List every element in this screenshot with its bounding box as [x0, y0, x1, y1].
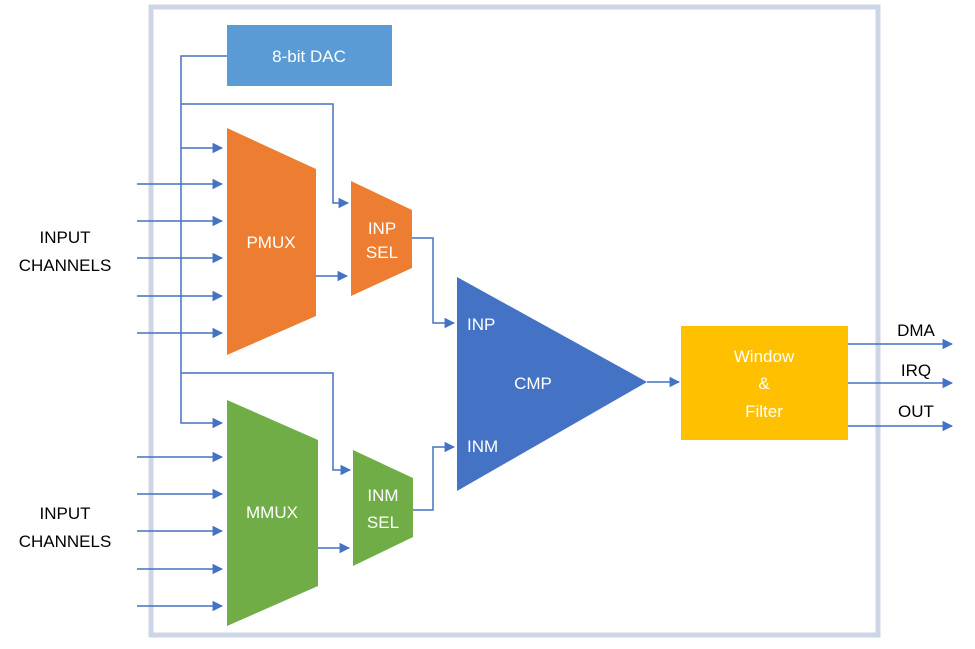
mmux-label: MMUX	[246, 503, 298, 522]
inm-sel-to-cmp-wire	[413, 441, 456, 511]
mmux-block: MMUX	[227, 400, 318, 626]
output-label-irq: IRQ	[901, 361, 931, 380]
inm-sel-label-line1: INM	[367, 486, 398, 505]
inm-sel-label-line2: SEL	[367, 513, 399, 532]
window-filter-label-line1: Window	[734, 347, 795, 366]
pmux-block: PMUX	[227, 128, 316, 355]
svg-text:INPUT: INPUT	[40, 228, 91, 247]
dac-label: 8-bit DAC	[272, 47, 346, 66]
input-channels-label-top: INPUT CHANNELS	[19, 228, 112, 275]
svg-text:INPUT: INPUT	[40, 504, 91, 523]
inm-sel-block: INM SEL	[353, 450, 413, 566]
window-filter-label-line3: Filter	[745, 402, 783, 421]
output-arrows	[848, 338, 954, 432]
input-channels-label-bottom: INPUT CHANNELS	[19, 504, 112, 551]
inp-sel-to-cmp-wire	[412, 237, 456, 329]
svg-text:CHANNELS: CHANNELS	[19, 256, 112, 275]
pmux-input-arrows	[137, 178, 224, 339]
inp-sel-label-line2: SEL	[366, 243, 398, 262]
dac-block: 8-bit DAC	[227, 25, 392, 86]
inp-sel-label-line1: INP	[368, 219, 396, 238]
cmp-block: INP CMP INM	[457, 277, 647, 491]
cmp-input-minus-label: INM	[467, 437, 498, 456]
window-filter-label-line2: &	[758, 374, 770, 393]
mmux-input-arrows	[137, 451, 224, 612]
peripheral-boundary	[148, 4, 881, 638]
svg-text:CHANNELS: CHANNELS	[19, 532, 112, 551]
cmp-label: CMP	[514, 374, 552, 393]
output-label-out: OUT	[898, 402, 934, 421]
dac-wiring	[180, 55, 352, 476]
inp-sel-block: INP SEL	[351, 181, 412, 296]
cmp-input-plus-label: INP	[467, 315, 495, 334]
output-label-dma: DMA	[897, 321, 935, 340]
pmux-label: PMUX	[246, 233, 295, 252]
window-filter-block: Window & Filter	[681, 326, 848, 440]
